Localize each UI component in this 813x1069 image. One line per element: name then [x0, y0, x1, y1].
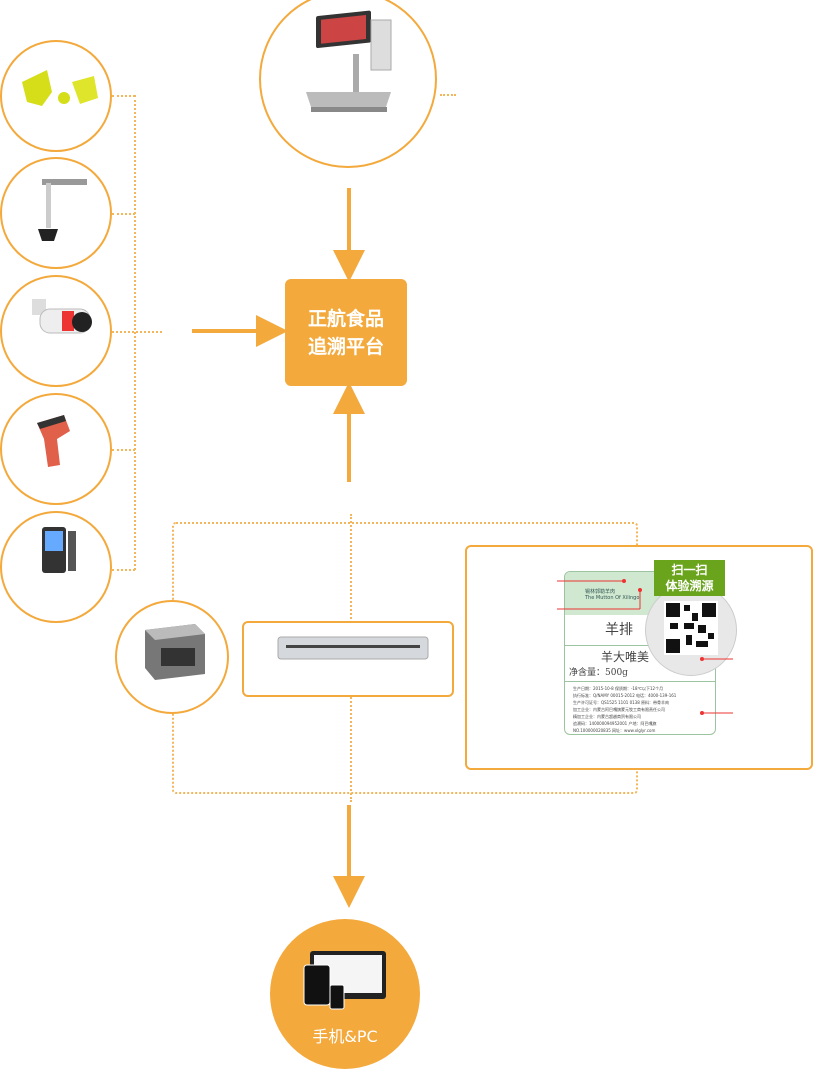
label-breed: 羊大唯美 [601, 650, 650, 664]
label-detail: 追溯码：140000094952001 产地：阿巴嘎旗 [573, 721, 657, 726]
connector [112, 331, 162, 333]
barcode-scanner-node [0, 393, 112, 505]
qr-magnifier [645, 584, 737, 676]
traceability-platform: 正航食品 追溯平台 [285, 279, 407, 386]
devices-icon [303, 951, 386, 1010]
weighing-scale-node [259, 0, 437, 168]
label-net-weight: 净含量：500g [565, 665, 715, 682]
label-printer-icon [145, 624, 205, 680]
barcode-scanner-icon [37, 415, 70, 467]
weighing-scale-icon [306, 10, 392, 112]
surveillance-camera-node [0, 275, 112, 387]
flatbed-scanner-icon [277, 636, 429, 660]
scan-banner-line2: 体验溯源 [665, 579, 714, 593]
document-camera-node [0, 157, 112, 269]
connector [112, 569, 135, 571]
label-detail: 加工企业：内蒙古阿巴嘎旗蒙元牧工商有限责任公司 [573, 707, 665, 712]
handheld-terminal-node [0, 511, 112, 623]
ear-tag-icon [22, 70, 98, 106]
connector [440, 94, 456, 96]
qr-code-icon [664, 601, 718, 655]
label-brand: 锡林郭勒羊肉 [585, 589, 616, 595]
flatbed-scanner-node [242, 621, 454, 697]
label-detail: 精加工企业：内蒙古超越商贸有限公司 [573, 714, 641, 719]
scan-banner: 扫一扫 体验溯源 [654, 560, 725, 596]
endpoint-label: 手机&PC [312, 1027, 378, 1046]
platform-title-line2: 追溯平台 [307, 335, 384, 358]
traceability-label-node: 锡林郭勒羊肉 The Mutton Of Xilingol 羊排 羊大唯美 净含… [465, 545, 813, 770]
connector [112, 449, 135, 451]
ear-tag-node [0, 40, 112, 152]
label-printer-node [115, 600, 229, 714]
label-brand-en: The Mutton Of Xilingol [585, 595, 641, 601]
label-detail: 执行标准：Q/NAMY 00015-2012 电话：4000-139-161 [573, 693, 677, 698]
platform-title-line1: 正航食品 [307, 307, 384, 330]
connector [112, 213, 135, 215]
document-camera-icon [38, 179, 87, 241]
label-product: 羊排 [565, 615, 715, 646]
handheld-terminal-icon [42, 527, 76, 573]
label-details: 生产日期：2015-10-8 保质期：-18℃以下12个月 执行标准：Q/NAM… [565, 682, 715, 734]
label-detail: 生产许可证号：QS1525 1101 0138 原料：带骨羊肉 [573, 700, 670, 705]
label-detail: NO.100000020835 网址：www.xlglyr.com [573, 728, 656, 733]
label-callouts [557, 579, 733, 715]
surveillance-camera-icon [32, 299, 92, 334]
scan-banner-line1: 扫一扫 [671, 563, 708, 577]
label-detail: 生产日期：2015-10-8 保质期：-18℃以下12个月 [573, 686, 664, 691]
connector [112, 95, 135, 97]
mobile-pc-endpoint: 手机&PC [270, 919, 420, 1069]
